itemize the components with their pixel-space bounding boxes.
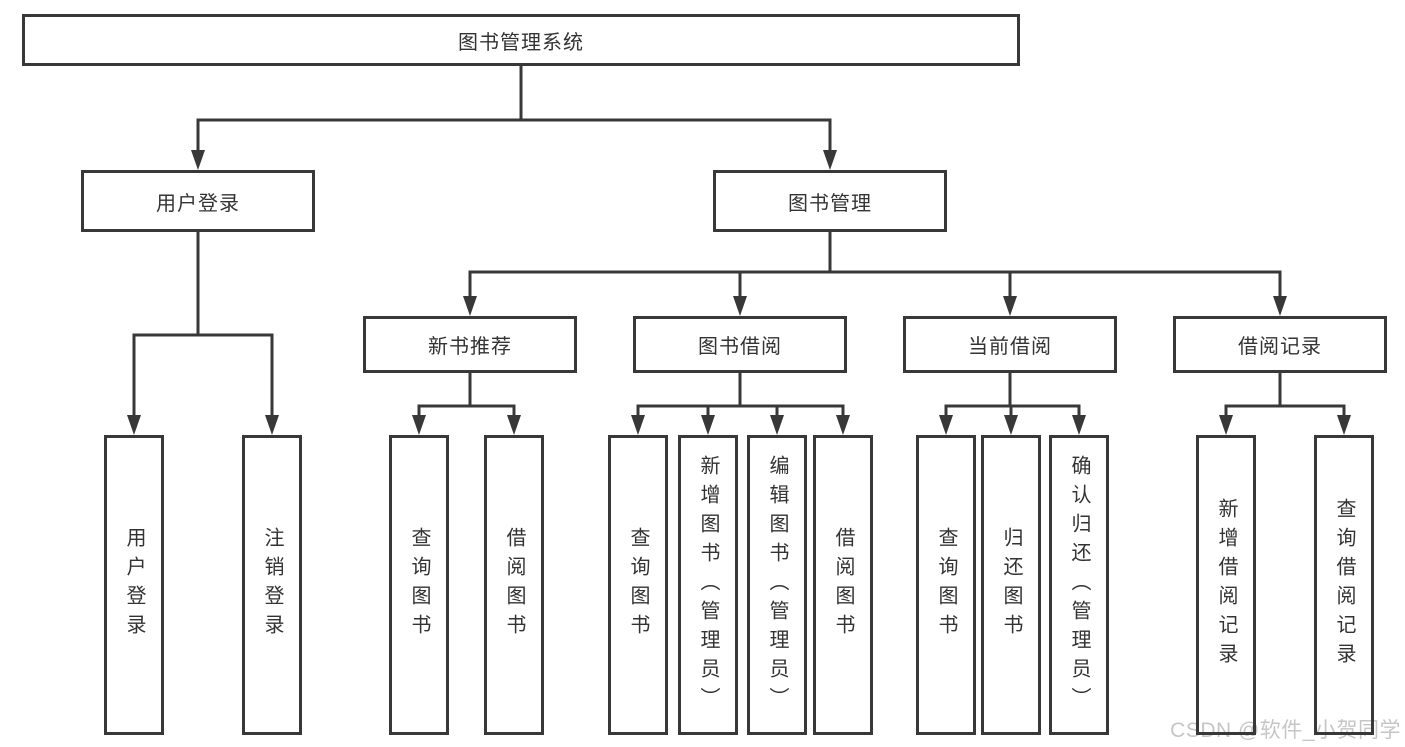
leaf-borrowing-borrow-books: 借阅图书 [813, 435, 873, 735]
node-library-management-system: 图书管理系统 [22, 14, 1020, 66]
leaf-records-add-borrow-record: 新增借阅记录 [1196, 435, 1256, 735]
leaf-newbooks-borrow-books: 借阅图书 [484, 435, 544, 735]
arrow-down-icon [191, 150, 205, 170]
arrowhead-icons [127, 150, 1351, 435]
arrow-down-icon [412, 415, 426, 435]
leaf-records-query-borrow-record: 查询借阅记录 [1314, 435, 1374, 735]
arrow-down-icon [836, 415, 850, 435]
node-book-management: 图书管理 [713, 170, 947, 232]
leaf-current-return-books: 归还图书 [981, 435, 1041, 735]
node-user-login: 用户登录 [81, 170, 315, 232]
arrow-down-icon [127, 415, 141, 435]
leaf-borrowing-add-books-admin: 新增图书（管理员） [678, 435, 738, 735]
arrow-down-icon [1337, 415, 1351, 435]
leaf-borrowing-edit-books-admin: 编辑图书（管理员） [747, 435, 807, 735]
node-book-borrowing: 图书借阅 [633, 316, 847, 373]
leaf-current-query-books: 查询图书 [916, 435, 976, 735]
leaf-newbooks-query-books: 查询图书 [389, 435, 449, 735]
arrow-down-icon [1219, 415, 1233, 435]
arrow-down-icon [1273, 296, 1287, 316]
arrow-down-icon [1003, 296, 1017, 316]
node-borrowing-records: 借阅记录 [1173, 316, 1387, 373]
arrow-down-icon [823, 150, 837, 170]
leaf-current-confirm-return-admin: 确认归还（管理员） [1049, 435, 1109, 735]
leaf-user-login: 用户登录 [104, 435, 164, 735]
leaf-logout: 注销登录 [242, 435, 302, 735]
arrow-down-icon [701, 415, 715, 435]
leaf-borrowing-query-books: 查询图书 [608, 435, 668, 735]
arrow-down-icon [770, 415, 784, 435]
arrow-down-icon [463, 296, 477, 316]
arrow-down-icon [631, 415, 645, 435]
arrow-down-icon [1072, 415, 1086, 435]
arrow-down-icon [265, 415, 279, 435]
arrow-down-icon [733, 296, 747, 316]
node-current-borrowing: 当前借阅 [903, 316, 1117, 373]
arrow-down-icon [1004, 415, 1018, 435]
connector-lines [132, 66, 1346, 417]
csdn-watermark: CSDN @软件_小贺同学 [1170, 719, 1401, 742]
node-new-book-recommend: 新书推荐 [363, 316, 577, 373]
arrow-down-icon [507, 415, 521, 435]
arrow-down-icon [939, 415, 953, 435]
